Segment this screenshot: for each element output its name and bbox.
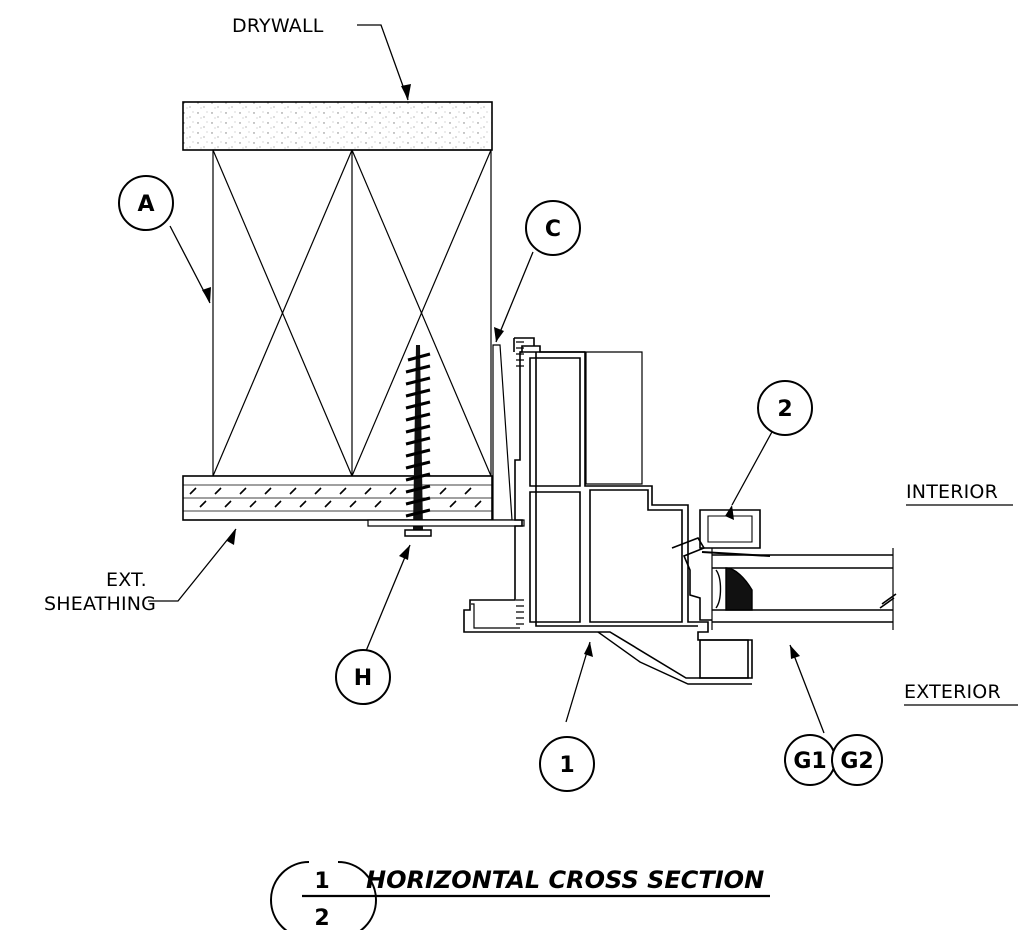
leader-2: [731, 429, 774, 506]
window-frame: [463, 337, 761, 685]
sheet-number: 2: [314, 906, 329, 930]
svg-text:1: 1: [559, 753, 574, 778]
svg-text:H: H: [354, 666, 372, 691]
nailing-fin: [367, 519, 525, 527]
leader-1: [565, 641, 591, 723]
svg-text:G1: G1: [793, 749, 826, 774]
interior-label: INTERIOR: [906, 481, 998, 503]
weatherstrip: [516, 341, 524, 625]
svg-text:G2: G2: [840, 749, 873, 774]
callout-2: 2: [757, 380, 813, 436]
drywall-leader: [357, 24, 409, 101]
wood-studs: [212, 149, 492, 477]
svg-text:A: A: [137, 192, 154, 217]
svg-text:C: C: [545, 217, 561, 242]
leader-h: [365, 544, 411, 652]
title-block: 1 2 HORIZONTAL CROSS SECTION: [270, 861, 770, 935]
drawing-title: HORIZONTAL CROSS SECTION: [366, 866, 764, 894]
leader-g: [789, 644, 825, 734]
callout-a: A: [118, 175, 174, 231]
exterior-label: EXTERIOR: [904, 681, 1001, 703]
drywall-label: DRYWALL: [232, 15, 324, 37]
ext-sheathing-label-line1: EXT.: [106, 569, 147, 591]
callout-1: 1: [539, 736, 595, 792]
ext-sheathing-leader: [148, 528, 237, 602]
glazing-unit: [701, 548, 897, 630]
detail-number: 1: [314, 869, 329, 894]
exterior-sheathing: [182, 475, 493, 521]
arrowheads: [202, 84, 800, 659]
drywall-board: [182, 101, 493, 151]
ext-sheathing-label-line2: SHEATHING: [44, 593, 156, 615]
shim: [492, 344, 513, 521]
installation-screw: [404, 345, 432, 537]
callout-g2: G2: [831, 734, 883, 786]
svg-text:2: 2: [777, 397, 792, 422]
callout-c: C: [525, 200, 581, 256]
leader-c: [495, 251, 534, 343]
callout-g1: G1: [784, 734, 836, 786]
callout-h: H: [335, 649, 391, 705]
